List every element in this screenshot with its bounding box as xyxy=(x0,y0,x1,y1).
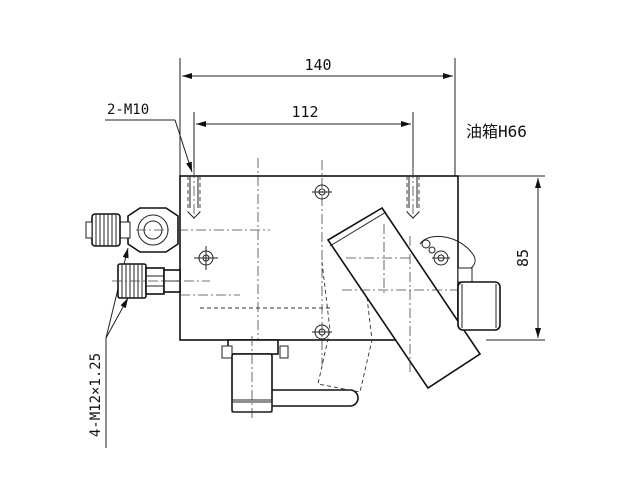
cable-connector xyxy=(419,235,501,331)
label-2-m10-text: 2-M10 xyxy=(107,102,149,118)
lower-fitting xyxy=(112,263,210,299)
inclined-box xyxy=(326,206,482,390)
valve-block xyxy=(160,158,459,365)
bottom-fitting xyxy=(221,336,359,420)
port-hole-left xyxy=(194,246,218,270)
bolt-hole-right xyxy=(406,168,420,222)
dimension-140: 140 xyxy=(179,56,456,176)
port-hole-bottom xyxy=(312,324,332,340)
dimension-85-text: 85 xyxy=(514,249,532,267)
label-2-m10: 2-M10 xyxy=(105,102,193,173)
dimension-85: 85 xyxy=(458,175,545,341)
inclined-cylinder-hidden xyxy=(317,261,373,393)
port-hole-top xyxy=(312,184,332,200)
dimension-140-text: 140 xyxy=(304,56,331,74)
dimension-112-text: 112 xyxy=(291,103,318,121)
port-hole-right xyxy=(432,250,450,266)
tank-note-text: 油箱H66 xyxy=(466,122,527,141)
bolt-hole-left xyxy=(187,168,201,222)
dimension-112: 112 xyxy=(193,103,414,178)
label-4-m12: 4-M12×1.25 xyxy=(88,247,129,448)
label-4-m12-text: 4-M12×1.25 xyxy=(88,353,104,437)
upper-fitting xyxy=(85,207,179,253)
